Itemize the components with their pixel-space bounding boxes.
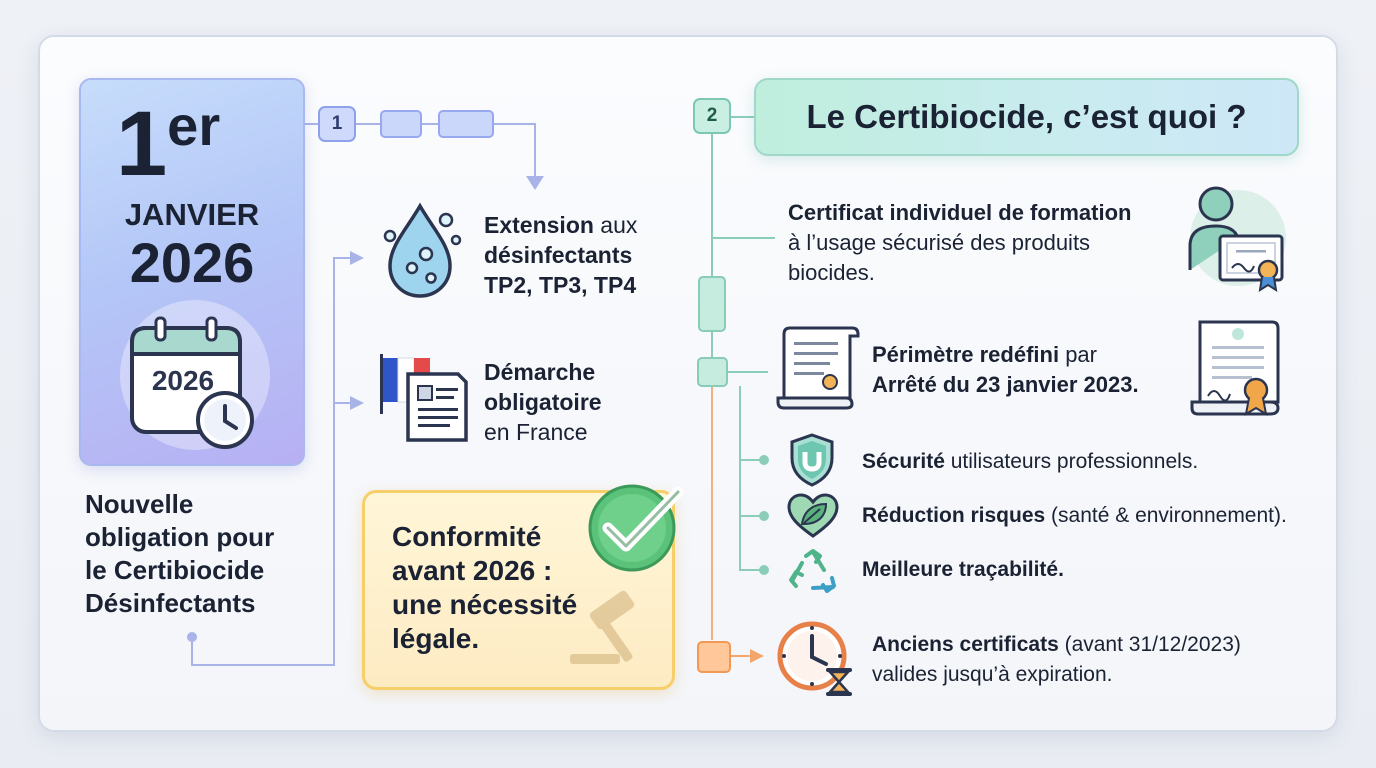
step-1-connector-box <box>438 110 494 138</box>
scope-rest: par <box>1059 342 1097 367</box>
benefit-bold: Réduction risques <box>862 504 1046 527</box>
scope-text: Périmètre redéfini par Arrêté du 23 janv… <box>872 340 1139 400</box>
item-bold-text: désinfectants <box>484 242 633 268</box>
scope-bold: Périmètre redéfini <box>872 342 1060 367</box>
benefit-bold: Meilleure traçabilité. <box>862 558 1064 581</box>
benefit-rest: (santé & environnement). <box>1045 504 1287 527</box>
item-text: aux <box>593 212 638 238</box>
benefit-security: Sécurité utilisateurs professionnels. <box>862 448 1198 476</box>
definition-line: à l’usage sécurisé des produits <box>788 230 1091 255</box>
item-text: en France <box>484 419 588 445</box>
left-caption-line: Désinfectants <box>85 588 256 618</box>
left-caption-line: obligation pour <box>85 522 275 552</box>
date-year: 2026 <box>129 231 255 294</box>
legacy-bold: Anciens certificats <box>872 633 1059 656</box>
title-connector <box>731 116 755 118</box>
definition-text: Certificat individuel de formation à l’u… <box>788 198 1131 288</box>
legacy-rest: (avant 31/12/2023) <box>1058 633 1241 656</box>
step-1-item-extension: Extension aux désinfectants TP2, TP3, TP… <box>484 210 637 300</box>
french-flag-document-icon <box>380 354 468 442</box>
section-title: Le Certibiocide, c’est quoi ? <box>806 98 1247 135</box>
benefit-rest: utilisateurs professionnels. <box>944 450 1199 473</box>
water-drop-icon <box>383 202 462 298</box>
certificate-scroll-icon <box>1190 320 1280 417</box>
item-bold-text: TP2, TP3, TP4 <box>484 272 637 298</box>
step-2-badge: 2 <box>693 98 731 134</box>
conformity-line: Conformité <box>392 521 542 552</box>
conformity-line: légale. <box>392 623 480 654</box>
definition-line: biocides. <box>788 260 875 285</box>
clock-hourglass-icon <box>777 621 852 696</box>
calendar-clock-icon: 2026 <box>130 316 254 449</box>
step-2-connector-box <box>698 276 726 332</box>
benefit-bold: Sécurité <box>862 450 945 473</box>
recycle-icon <box>789 549 836 593</box>
step-1-item-demarche: Démarche obligatoire en France <box>484 357 602 447</box>
legacy-validity: valides jusqu’à expiration. <box>872 663 1113 686</box>
certified-person-icon <box>1188 186 1286 292</box>
date-day: 1er <box>116 98 220 191</box>
benefit-traceability: Meilleure traçabilité. <box>862 556 1064 584</box>
gavel-icon <box>570 590 635 664</box>
step-2-connector-box <box>697 357 728 387</box>
item-bold-text: Extension <box>484 212 594 238</box>
step-1-badge: 1 <box>318 106 356 142</box>
decree-scroll-icon <box>776 326 860 410</box>
date-day-number: 1 <box>116 93 167 195</box>
check-badge-icon <box>588 484 684 572</box>
legacy-certificates-text: Anciens certificats (avant 31/12/2023) v… <box>872 630 1241 690</box>
date-panel <box>79 78 305 466</box>
step-1-connector-box <box>380 110 422 138</box>
conformity-line: avant 2026 : <box>392 555 553 586</box>
definition-bold: Certificat individuel de formation <box>788 200 1132 225</box>
title-pill <box>754 78 1299 156</box>
conformity-line: une nécessité <box>392 589 578 620</box>
shield-icon <box>790 433 834 487</box>
left-caption-line: Nouvelle <box>85 489 194 519</box>
benefit-risk-reduction: Réduction risques (santé & environnement… <box>862 502 1287 530</box>
scope-decree: Arrêté du 23 janvier 2023. <box>872 372 1139 397</box>
leaf-heart-icon <box>787 493 839 538</box>
left-caption-line: le Certibiocide <box>85 555 265 585</box>
left-caption: Nouvelle obligation pour le Certibiocide… <box>85 488 325 620</box>
date-month: JANVIER <box>124 197 260 232</box>
item-bold-text: Démarche <box>484 359 596 385</box>
item-bold-text: obligatoire <box>484 389 602 415</box>
calendar-year-text: 2026 <box>152 365 214 396</box>
conformity-text: Conformité avant 2026 : une nécessité lé… <box>392 520 632 656</box>
date-day-suffix: er <box>167 94 221 157</box>
step-2-legacy-box <box>697 641 731 673</box>
